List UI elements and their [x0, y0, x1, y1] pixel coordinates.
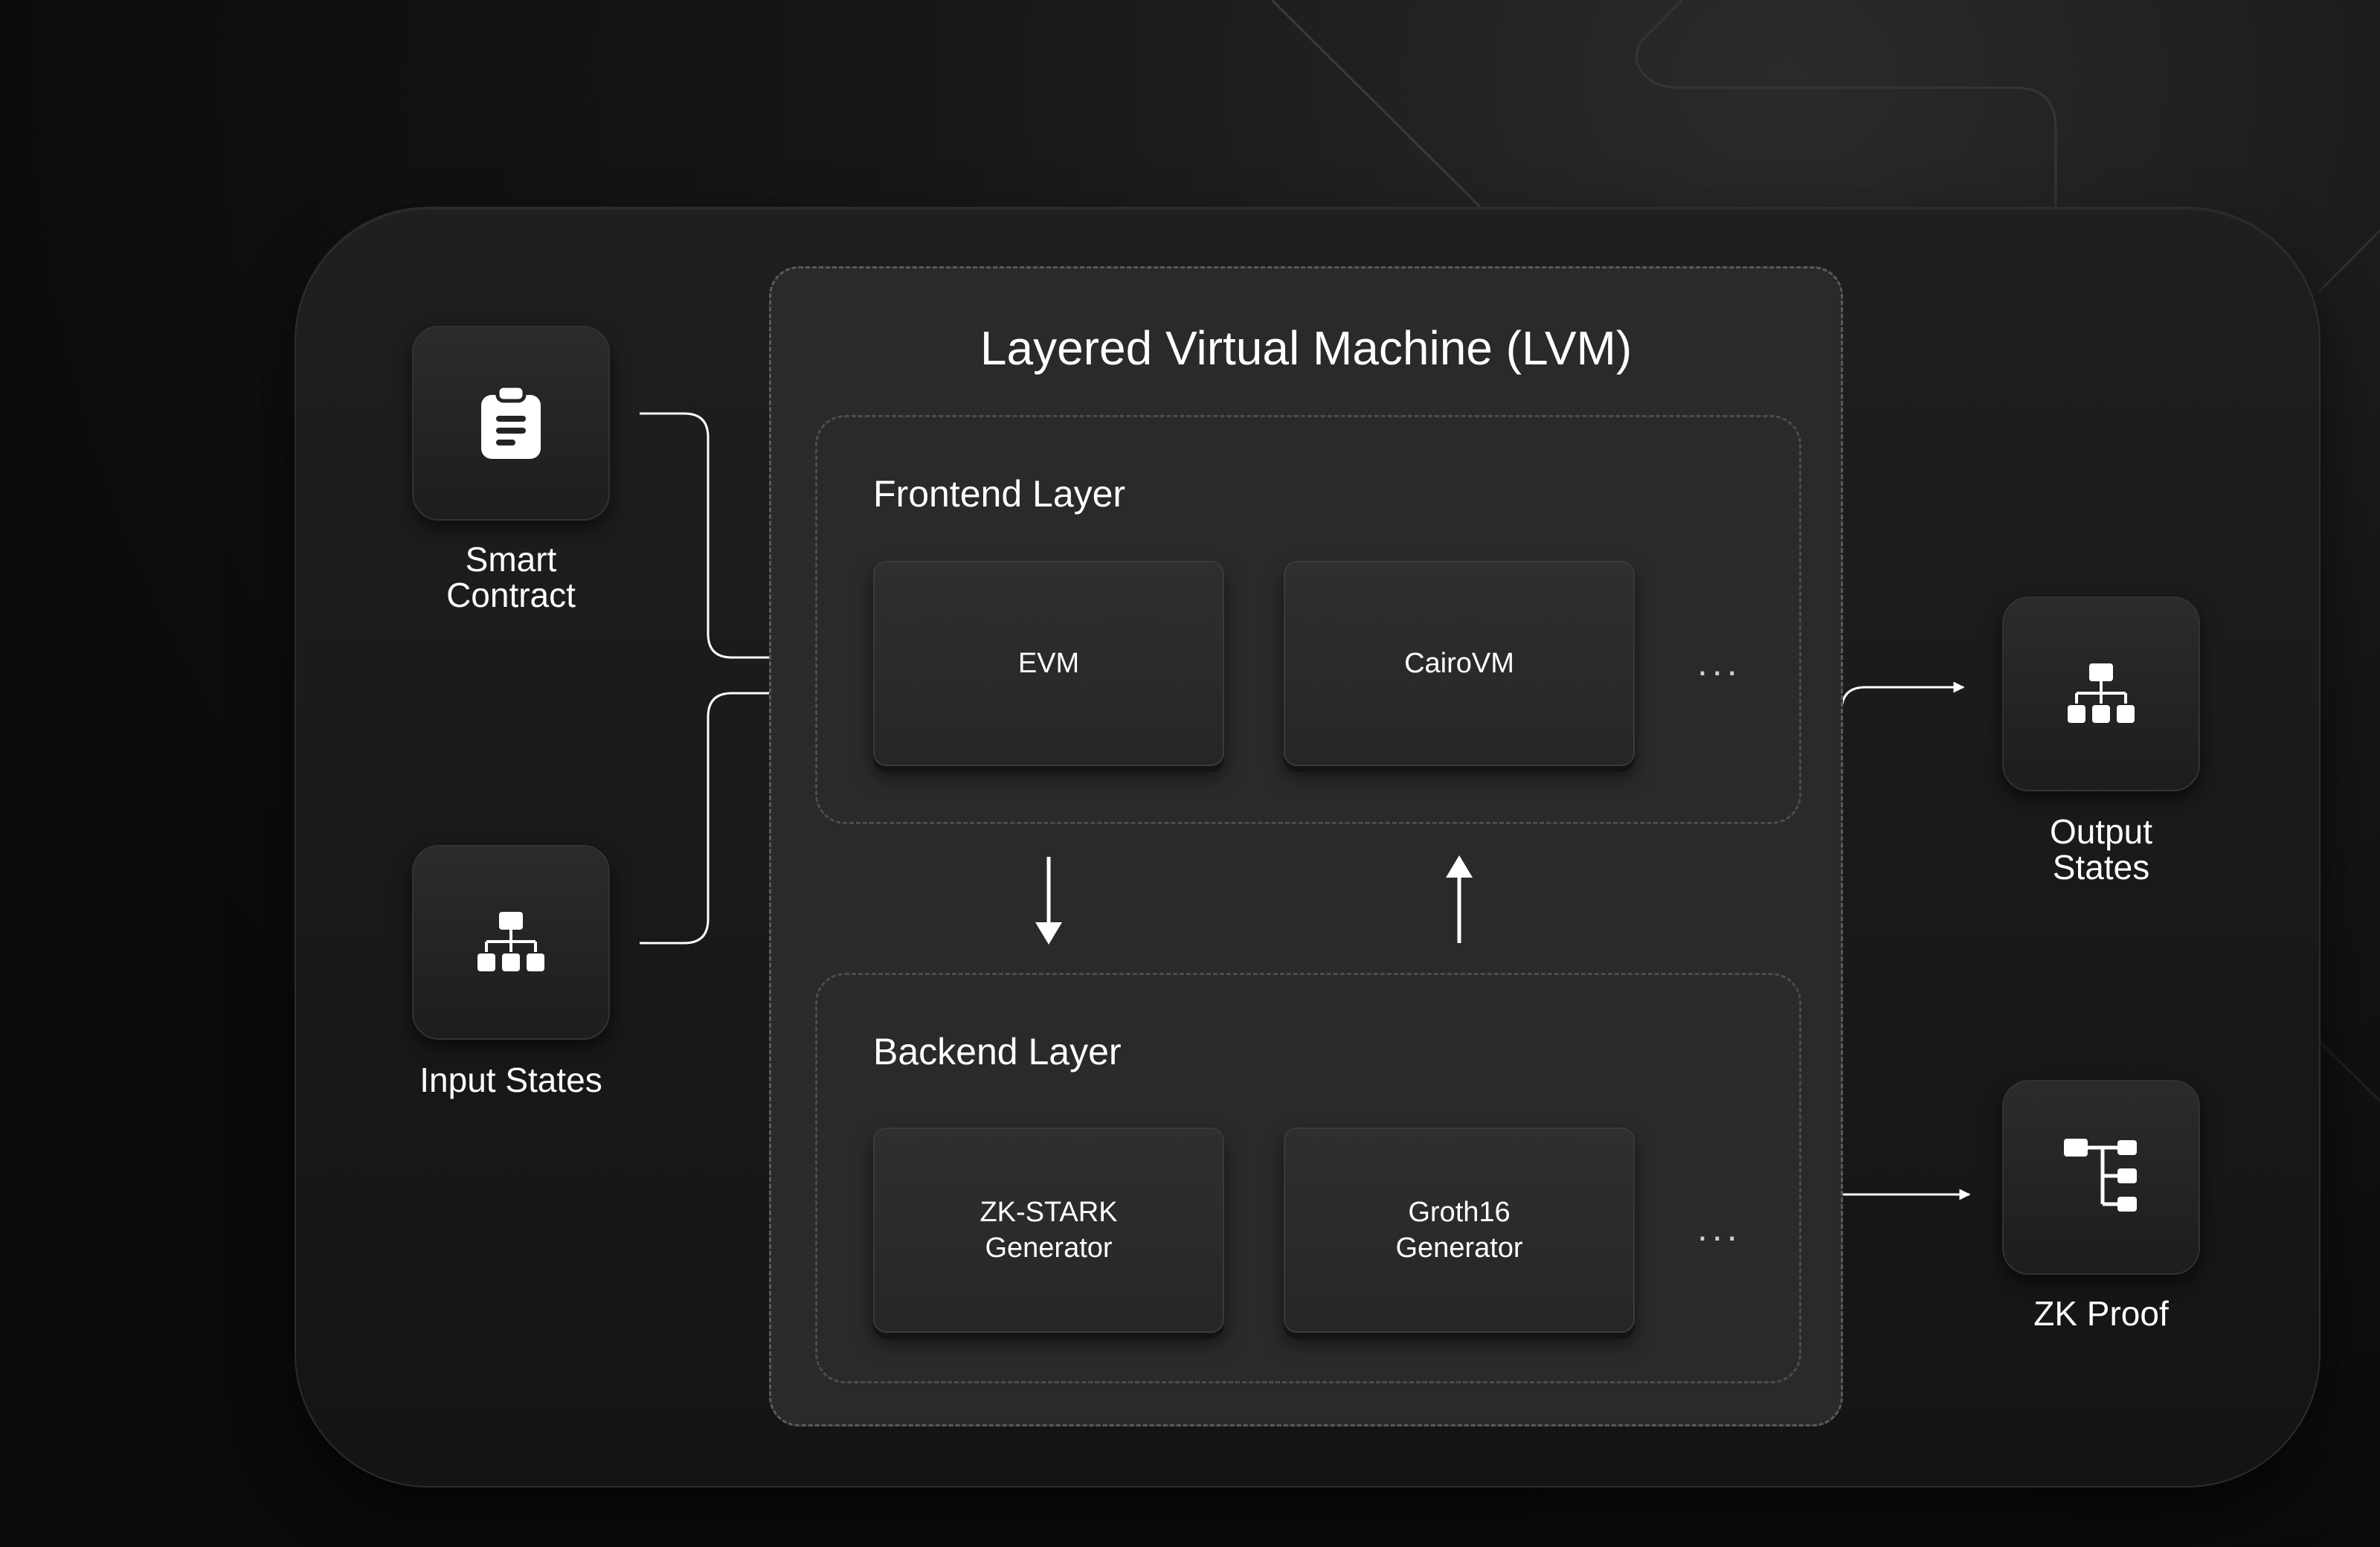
- groth16-generator-card: Groth16 Generator: [1284, 1128, 1635, 1333]
- up-arrow: [1446, 855, 1473, 943]
- backend-layer-title: Backend Layer: [873, 1031, 1122, 1072]
- lvm-title: Layered Virtual Machine (LVM): [980, 321, 1633, 375]
- hierarchy-icon: [477, 912, 544, 971]
- zk-stark-line2: Generator: [985, 1232, 1113, 1264]
- input-states-connector: [640, 687, 837, 945]
- input-states-label: Input States: [419, 1061, 602, 1099]
- backend-layer: [815, 973, 1801, 1383]
- smart-contract-label: Smart Contract: [362, 541, 660, 613]
- evm-card: EVM: [873, 561, 1224, 766]
- cairovm-label: CairoVM: [1404, 648, 1514, 679]
- cairovm-card: CairoVM: [1284, 561, 1635, 766]
- evm-label: EVM: [1017, 648, 1080, 679]
- frontend-layer-title: Frontend Layer: [873, 473, 1126, 515]
- smart-contract-label-line2: Contract: [446, 576, 576, 614]
- smart-contract-tile: [412, 326, 610, 521]
- zk-stark-line1: ZK-STARK: [980, 1197, 1118, 1228]
- output-states-label: Output States: [1952, 814, 2250, 885]
- groth16-line2: Generator: [1395, 1232, 1523, 1264]
- backend-more-ellipsis: ...: [1697, 1207, 1742, 1249]
- down-arrow: [1035, 857, 1062, 945]
- smart-contract-label-line1: Smart: [465, 540, 557, 579]
- clipboard-icon: [481, 386, 541, 459]
- smart-contract-connector: [640, 412, 837, 663]
- zk-stark-generator-card: ZK-STARK Generator: [873, 1128, 1224, 1333]
- output-states-label-line2: States: [2052, 848, 2150, 887]
- zk-proof-tile: [2002, 1080, 2200, 1275]
- groth16-line1: Groth16: [1408, 1197, 1511, 1228]
- output-states-tile: [2002, 596, 2200, 791]
- frontend-more-ellipsis: ...: [1697, 642, 1742, 684]
- output-states-label-line1: Output: [2049, 812, 2153, 851]
- input-states-tile: [412, 845, 610, 1040]
- tree-structure-icon: [2064, 1139, 2137, 1212]
- frontend-layer: [815, 415, 1801, 824]
- zk-proof-label: ZK Proof: [2033, 1294, 2169, 1333]
- hierarchy-icon: [2068, 663, 2135, 723]
